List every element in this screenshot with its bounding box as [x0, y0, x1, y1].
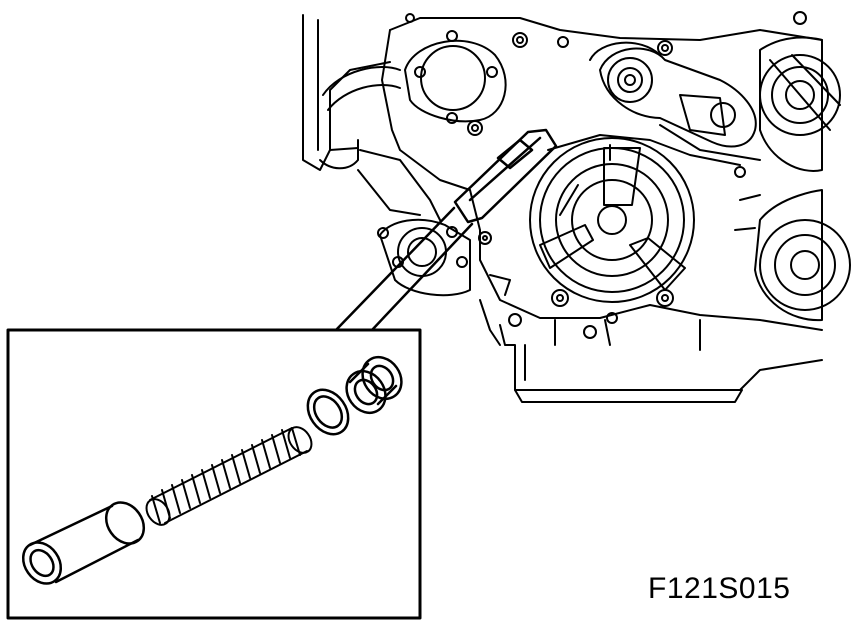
tensioner-spring	[145, 426, 313, 526]
engine-front	[302, 11, 851, 403]
sealing-ring	[306, 388, 350, 436]
callout-leader	[334, 206, 474, 332]
exploded-parts	[21, 355, 403, 585]
plunger-piston	[21, 501, 146, 585]
plug-cap	[345, 355, 403, 415]
figure-code: F121S015	[648, 572, 791, 605]
tensioner-housing-location	[453, 128, 558, 224]
